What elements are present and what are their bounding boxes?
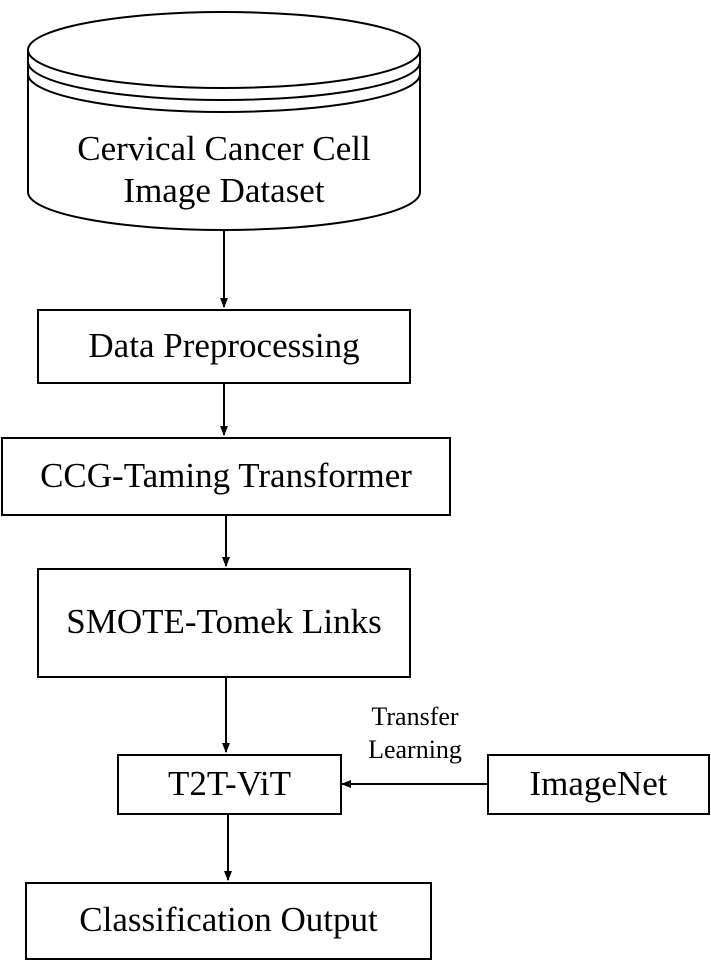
imagenet-label: ImageNet	[529, 764, 668, 803]
dataset-label-line1: Cervical Cancer Cell	[77, 129, 371, 168]
output-box	[25, 882, 432, 960]
t2t-label: T2T-ViT	[168, 764, 291, 803]
ccg-label: CCG-Taming Transformer	[40, 456, 412, 495]
ccg-box	[1, 437, 451, 516]
preprocessing-label: Data Preprocessing	[88, 326, 360, 365]
output-label: Classification Output	[79, 900, 378, 939]
preprocessing-box	[37, 309, 411, 384]
smote-label: SMOTE-Tomek Links	[66, 602, 382, 641]
transfer-label-line2: Learning	[368, 734, 462, 764]
smote-box	[37, 568, 411, 678]
transfer-label-line1: Transfer	[371, 702, 459, 731]
dataset-label-line2: Image Dataset	[123, 171, 325, 210]
dataset-cylinder	[27, 11, 421, 231]
transfer-learning-label: Transfer Learning	[350, 701, 480, 766]
dataset-label: Cervical Cancer Cell Image Dataset	[28, 128, 420, 212]
imagenet-box	[487, 754, 710, 815]
t2t-box	[117, 754, 342, 815]
